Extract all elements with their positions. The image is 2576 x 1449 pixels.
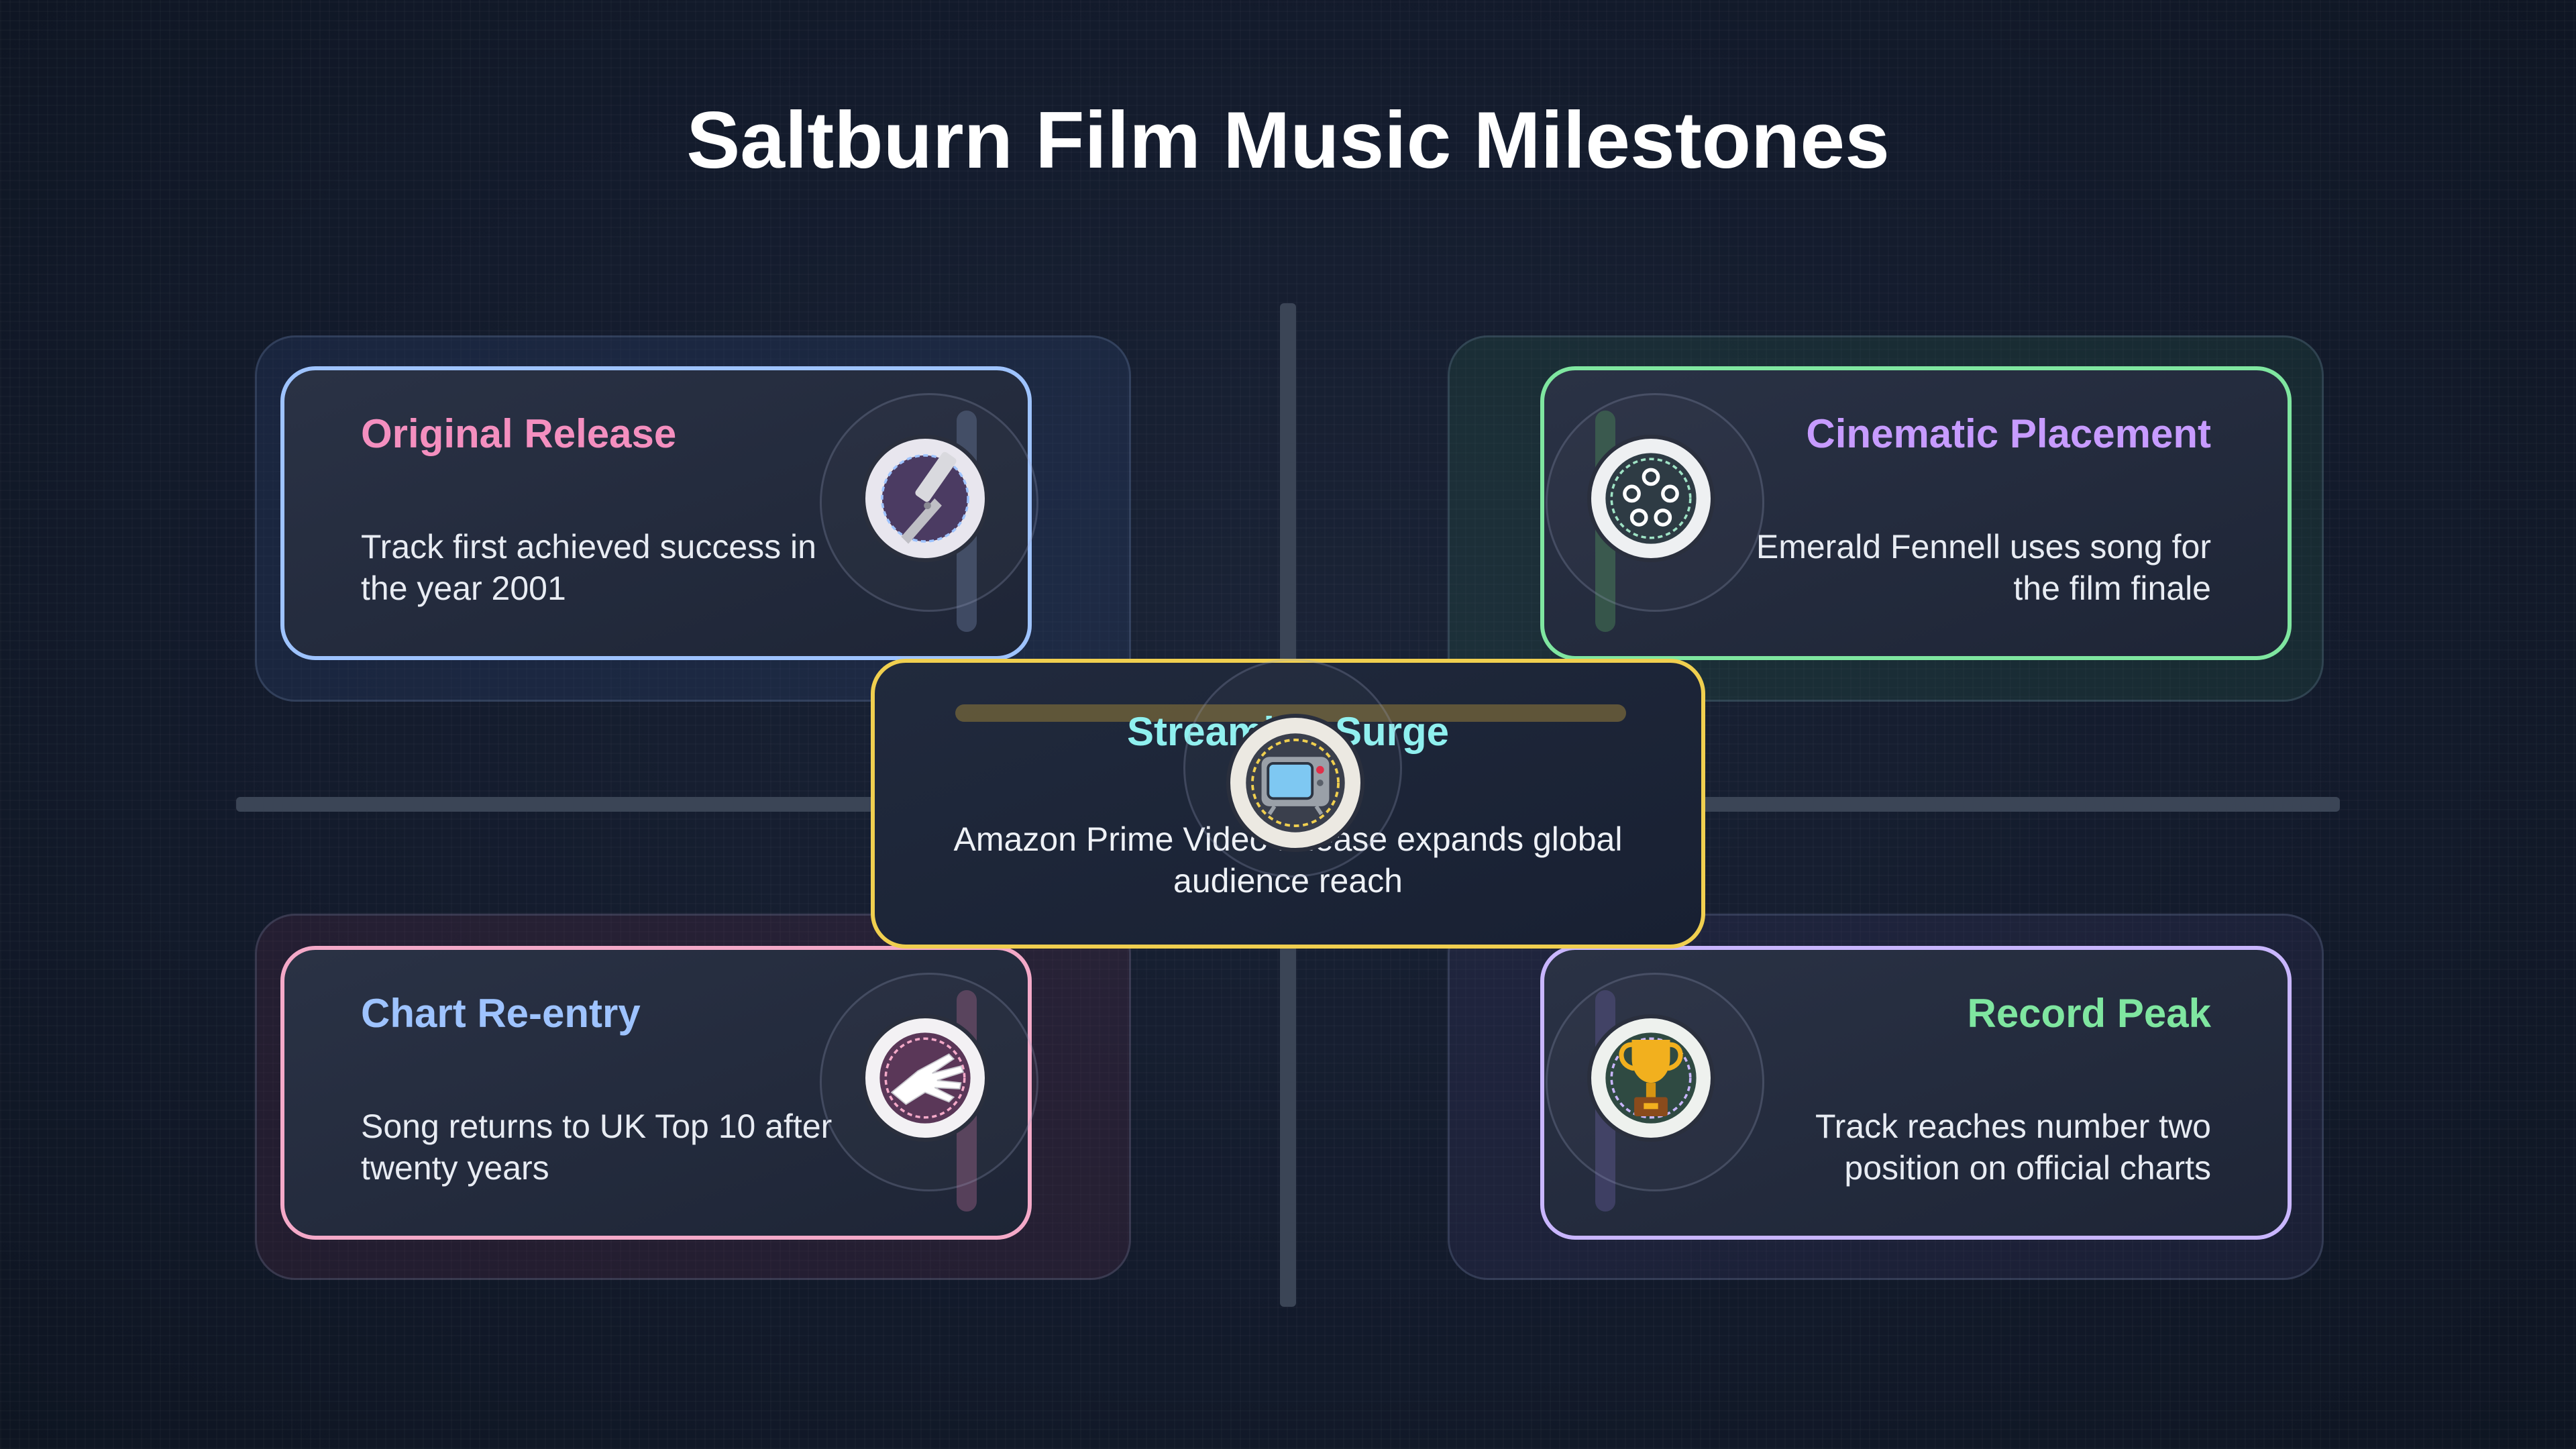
milestone-card-chart-reentry: Chart Re-entry Song returns to UK Top 10… <box>280 946 1038 1240</box>
milestone-card-record-peak: Record Peak Track reaches number two pos… <box>1540 946 2292 1240</box>
icon-halo <box>820 973 1038 1191</box>
milestone-title: Record Peak <box>1967 991 2211 1036</box>
milestone-title: Original Release <box>361 411 677 456</box>
icon-halo <box>820 393 1038 612</box>
icon-halo <box>1546 973 1764 1191</box>
milestone-title: Chart Re-entry <box>361 991 641 1036</box>
icon-halo <box>1546 393 1764 612</box>
milestone-description: Emerald Fennell uses song for the film f… <box>1756 528 2211 607</box>
page-title: Saltburn Film Music Milestones <box>686 95 1890 185</box>
milestone-description: Track first achieved success in the year… <box>361 528 816 607</box>
trophy-icon <box>1587 1014 1715 1142</box>
hand-icon <box>861 1014 989 1142</box>
milestone-card-streaming-surge: Streaming Surge Amazon Prime Video relea… <box>871 659 1705 949</box>
milestone-card-cinematic-placement: Cinematic Placement Emerald Fennell uses… <box>1540 366 2292 660</box>
milestone-description: Song returns to UK Top 10 after twenty y… <box>361 1108 833 1187</box>
icon-halo <box>1183 659 1402 877</box>
television-icon <box>1226 714 1364 852</box>
milestone-card-original-release: Original Release Track first achieved su… <box>280 366 1038 660</box>
milestone-description: Track reaches number two position on off… <box>1815 1108 2211 1187</box>
milestone-title: Cinematic Placement <box>1806 411 2211 456</box>
microphone-icon <box>861 435 989 562</box>
film-reel-icon <box>1587 435 1715 562</box>
